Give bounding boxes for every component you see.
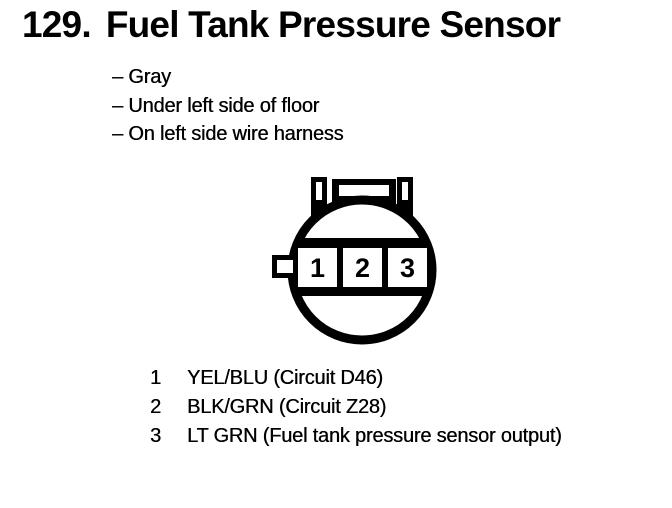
attribute-item: – Gray <box>112 66 171 88</box>
pinout-wire-description: BLK/GRN (Circuit Z28) <box>187 396 387 418</box>
pinout-row: 3 LT GRN (Fuel tank pressure sensor outp… <box>150 422 562 451</box>
attribute-item: – On left side wire harness <box>112 123 344 145</box>
pin-cavity-3 <box>388 248 427 287</box>
attribute-item: – Under left side of floor <box>112 94 320 117</box>
pinout-pin-number: 1 <box>150 367 161 389</box>
pin-number-2: 2 <box>355 253 370 283</box>
pin-number-1: 1 <box>310 253 325 283</box>
pin-cavity-1 <box>298 248 337 287</box>
section-number: 129. <box>22 4 92 45</box>
pin-cavity-2 <box>343 248 382 287</box>
attribute-list: – Gray – Under left side of floor – On l… <box>112 63 344 149</box>
pinout-pin-number: 2 <box>150 396 161 418</box>
pin-band: 1 2 3 <box>288 238 436 296</box>
pinout-pin-number: 3 <box>150 425 161 447</box>
pinout-wire-description: YEL/BLU (Circuit D46) <box>187 367 383 389</box>
keying-notch <box>272 255 293 278</box>
pinout-wire-description: LT GRN (Fuel tank pressure sensor output… <box>187 425 562 447</box>
pinout-legend: 1 YEL/BLU (Circuit D46) 2 BLK/GRN (Circu… <box>150 364 562 451</box>
section-heading: 129. Fuel Tank Pressure Sensor <box>22 4 561 46</box>
section-title: Fuel Tank Pressure Sensor <box>105 4 561 45</box>
pin-number-3: 3 <box>400 253 415 283</box>
pinout-row: 2 BLK/GRN (Circuit Z28) <box>150 393 562 422</box>
pinout-row: 1 YEL/BLU (Circuit D46) <box>150 364 562 393</box>
connector-diagram: 1 2 3 <box>272 177 437 345</box>
